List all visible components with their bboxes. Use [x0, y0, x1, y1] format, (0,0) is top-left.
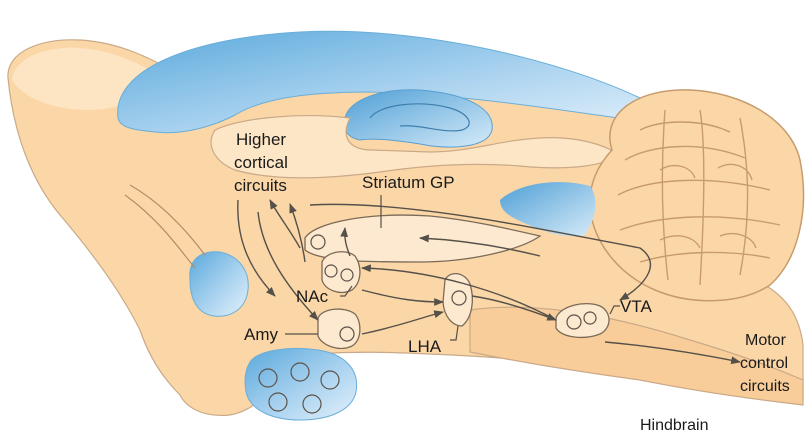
- label-higher-line1: Higher: [236, 130, 286, 149]
- label-motor-line3: circuits: [740, 378, 790, 395]
- cerebellum: [590, 90, 804, 301]
- label-motor-line2: control: [740, 355, 788, 372]
- label-striatum-gp: Striatum GP: [362, 173, 455, 192]
- amy-nucleus: [318, 309, 360, 348]
- label-hindbrain: Hindbrain: [640, 417, 708, 434]
- label-motor-line1: Motor: [745, 332, 787, 349]
- label-higher-line2: cortical: [234, 153, 288, 172]
- label-lha: LHA: [408, 337, 442, 356]
- label-higher-cortical: Higher cortical circuits: [234, 130, 293, 195]
- label-motor-control: Motor control circuits: [740, 332, 792, 395]
- label-amy: Amy: [244, 325, 279, 344]
- vta-nucleus: [556, 304, 609, 338]
- label-nac: NAc: [296, 287, 329, 306]
- label-higher-line3: circuits: [234, 176, 287, 195]
- label-vta: VTA: [620, 297, 652, 316]
- pituitary-region: [245, 349, 357, 421]
